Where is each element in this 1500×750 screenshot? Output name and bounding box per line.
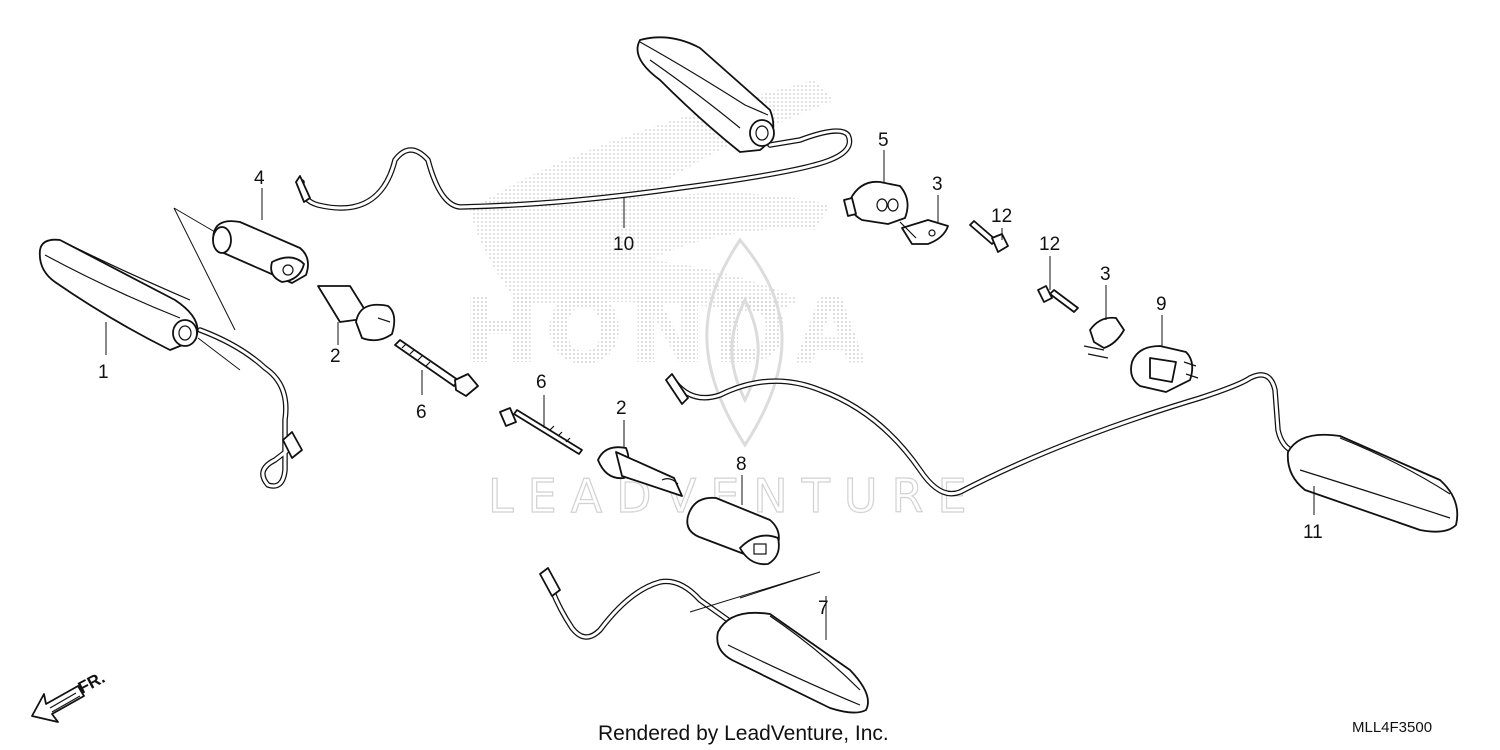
part-12-bolt-mid: [1037, 285, 1079, 313]
rendered-by-credit: Rendered by LeadVenture, Inc.: [598, 722, 889, 745]
callout-12-top[interactable]: 12: [991, 206, 1012, 227]
right-rear-turn-signal-lamp: [1286, 433, 1459, 533]
callout-9[interactable]: 9: [1156, 294, 1167, 315]
flame-logo: [705, 237, 784, 448]
callout-6-left[interactable]: 6: [416, 402, 427, 423]
lamp-7-wire: [539, 567, 738, 640]
part-3-clip-top: [899, 219, 949, 245]
front-direction-indicator: FR.: [31, 668, 108, 723]
part-6-bolt-center: [499, 407, 583, 455]
part-6-bolt-left: [394, 339, 479, 397]
harness-10: [295, 128, 853, 211]
callout-7[interactable]: 7: [818, 598, 829, 619]
left-front-turn-signal-lamp: [38, 238, 199, 351]
diagram-code: MLL4F3500: [1352, 719, 1432, 736]
callout-12-mid[interactable]: 12: [1039, 234, 1060, 255]
leader-lines: [105, 150, 1315, 640]
callout-11[interactable]: 11: [1303, 522, 1323, 543]
rear-left-turn-signal-lamp: [716, 611, 869, 714]
callout-3-top[interactable]: 3: [932, 174, 943, 195]
callout-3-bottom[interactable]: 3: [1100, 264, 1111, 285]
part-4-bracket: [212, 220, 309, 284]
callout-1[interactable]: 1: [98, 362, 109, 383]
part-3-clip-bottom: [1083, 316, 1125, 359]
callout-5[interactable]: 5: [878, 130, 889, 151]
callout-8[interactable]: 8: [736, 454, 747, 475]
callout-2-center[interactable]: 2: [616, 398, 627, 419]
lamp-1-wire: [197, 327, 303, 489]
callout-10[interactable]: 10: [613, 234, 634, 255]
part-9-socket: [1130, 345, 1199, 393]
part-2-collar-center: [597, 446, 683, 497]
part-12-bolt-top: [969, 220, 1009, 253]
harness-11: [665, 372, 1298, 497]
part-2-collar-left: [317, 285, 396, 342]
honda-watermark-text: HONDA: [462, 277, 872, 384]
callout-2-left[interactable]: 2: [330, 346, 341, 367]
callout-4[interactable]: 4: [254, 168, 265, 189]
callouts: 1 2 2 3 3 4 5 6 6 7 8 9 10 11 12 12: [98, 130, 1323, 619]
part-5-grommet: [843, 180, 909, 225]
top-turn-signal-lamp: [636, 36, 775, 153]
part-8-bracket: [686, 496, 780, 566]
callout-6-center[interactable]: 6: [536, 372, 547, 393]
